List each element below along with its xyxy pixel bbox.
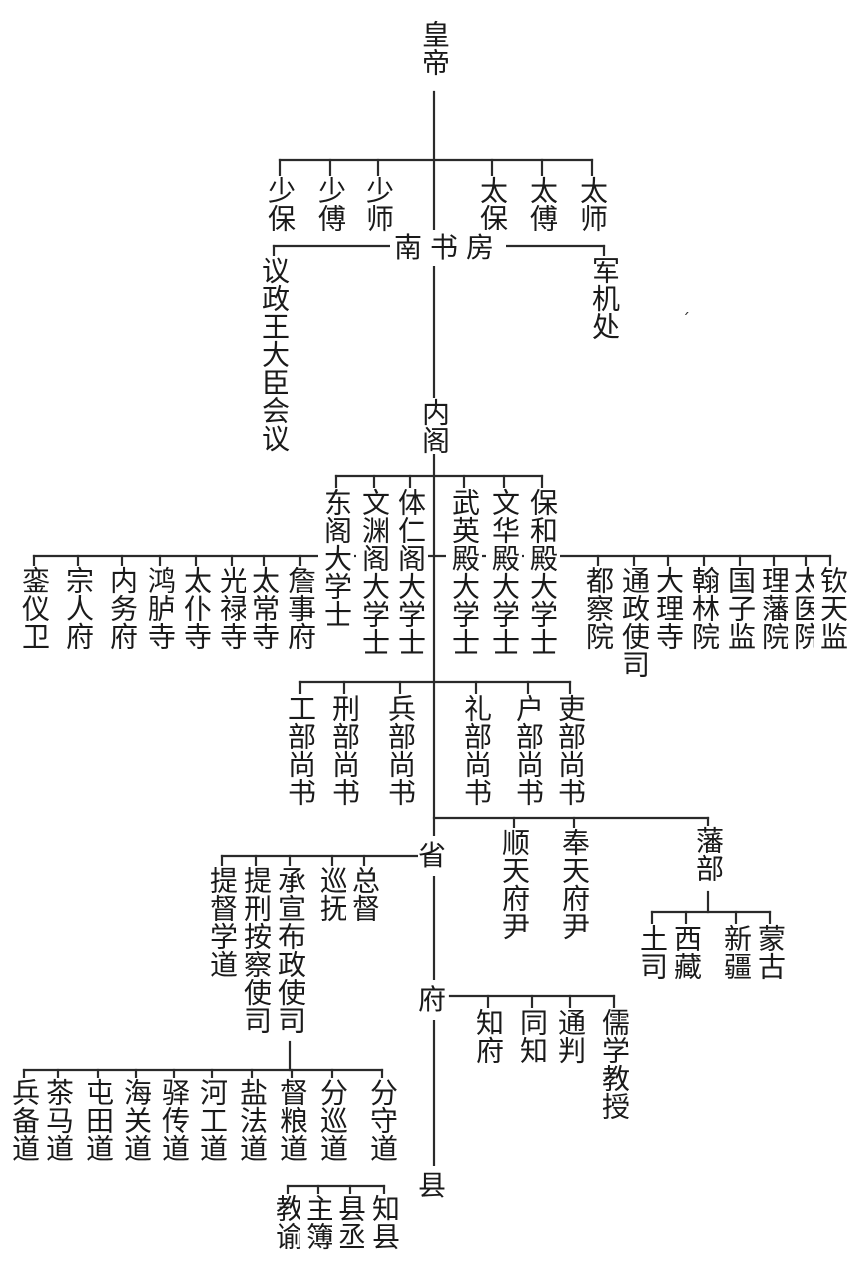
dao-tuntian: 屯田道 <box>80 1078 116 1162</box>
guardian-taibao: 太保 <box>474 176 510 232</box>
office-guozijian: 国子监 <box>722 566 758 650</box>
official-tongzhi: 同知 <box>514 1008 550 1064</box>
office-duchayuan: 都察院 <box>580 566 616 650</box>
minister-hubu: 户部尚书 <box>510 694 546 806</box>
dao-yanfa: 盐法道 <box>234 1078 270 1162</box>
official-ruxue-jiaoshou: 儒学教授 <box>596 1008 632 1120</box>
office-neiwufu: 内务府 <box>104 566 140 650</box>
official-tidu-xuedao: 提督学道 <box>204 866 240 978</box>
official-tongpan: 通判 <box>552 1008 588 1064</box>
xian-node: 县 <box>418 1166 447 1206</box>
region-menggu: 蒙古 <box>752 924 788 980</box>
neige-node: 内阁 <box>416 398 452 454</box>
region-xizang: 西藏 <box>668 924 704 980</box>
official-xunfu: 巡抚 <box>314 866 350 922</box>
sheng-node: 省 <box>418 836 447 876</box>
official-xiancheng: 县丞 <box>332 1194 368 1250</box>
dao-hegong: 河工道 <box>194 1078 230 1162</box>
office-taichangsi: 太常寺 <box>246 566 282 650</box>
junjichu-node: 军机处 <box>586 256 622 340</box>
minister-gongbu: 工部尚书 <box>282 694 318 806</box>
emperor-node: 皇帝 <box>416 20 452 76</box>
fu-node: 府 <box>418 980 447 1020</box>
guardian-shaofu: 少傅 <box>312 176 348 232</box>
scholar-baohedian: 保和殿大学士 <box>524 488 560 656</box>
minister-libu-rites: 礼部尚书 <box>458 694 494 806</box>
office-zongrenfu: 宗人府 <box>60 566 96 650</box>
scholar-tirenge: 体仁阁大学士 <box>392 488 428 656</box>
office-lifanyuan: 理藩院 <box>756 566 792 650</box>
official-zhifu: 知府 <box>470 1008 506 1064</box>
dao-chama: 茶马道 <box>40 1078 76 1162</box>
minister-libu-personnel: 吏部尚书 <box>552 694 588 806</box>
dao-bingbei: 兵备道 <box>6 1078 42 1162</box>
guardian-shaoshi: 少师 <box>360 176 396 232</box>
guardian-shaobao: 少保 <box>262 176 298 232</box>
scholar-wuyingdian: 武英殿大学士 <box>446 488 482 656</box>
office-luanyiwei: 銮仪卫 <box>16 566 52 650</box>
dao-fenshou: 分守道 <box>364 1078 400 1162</box>
stray-mark: ˊ <box>682 310 690 329</box>
region-xinjiang: 新疆 <box>718 924 754 980</box>
nanshufang-node: 南书房 <box>390 230 507 266</box>
office-taipusi: 太仆寺 <box>178 566 214 650</box>
official-tixing-anchashisi: 提刑按察使司 <box>238 866 274 1034</box>
official-chengxuan-buzhengshisi: 承宣布政使司 <box>272 866 308 1034</box>
dao-duliang: 督粮道 <box>274 1078 310 1162</box>
office-dalisi: 大理寺 <box>650 566 686 650</box>
fengtian-fuyin: 奉天府尹 <box>556 828 592 940</box>
minister-xingbu: 刑部尚书 <box>326 694 362 806</box>
office-guanglusi: 光禄寺 <box>214 566 250 650</box>
official-zhubu: 主簿 <box>300 1194 336 1250</box>
dao-haiguan: 海关道 <box>118 1078 154 1162</box>
scholar-dongge: 东阁大学士 <box>318 488 354 628</box>
dao-yichuan: 驿传道 <box>156 1078 192 1162</box>
official-zhixian: 知县 <box>366 1194 402 1250</box>
official-zongdu: 总督 <box>346 866 382 922</box>
scholar-wenhuadian: 文华殿大学士 <box>486 488 522 656</box>
shuntian-fuyin: 顺天府尹 <box>496 828 532 940</box>
guardian-taishi: 太师 <box>574 176 610 232</box>
office-honglusi: 鸿胪寺 <box>142 566 178 650</box>
minister-bingbu: 兵部尚书 <box>382 694 418 806</box>
scholar-wenyuange: 文渊阁大学士 <box>356 488 392 656</box>
fanbu-node: 藩部 <box>690 826 726 882</box>
office-qintianjian: 钦天监 <box>814 566 850 650</box>
council-node: 议政王大臣会议 <box>256 256 292 452</box>
office-tongzhengshisi: 通政使司 <box>616 566 652 678</box>
region-tusi: 土司 <box>634 924 670 980</box>
office-zhanshifu: 詹事府 <box>282 566 318 650</box>
guardian-taifu: 太傅 <box>524 176 560 232</box>
dao-fenxun: 分巡道 <box>314 1078 350 1162</box>
office-hanlinyuan: 翰林院 <box>686 566 722 650</box>
